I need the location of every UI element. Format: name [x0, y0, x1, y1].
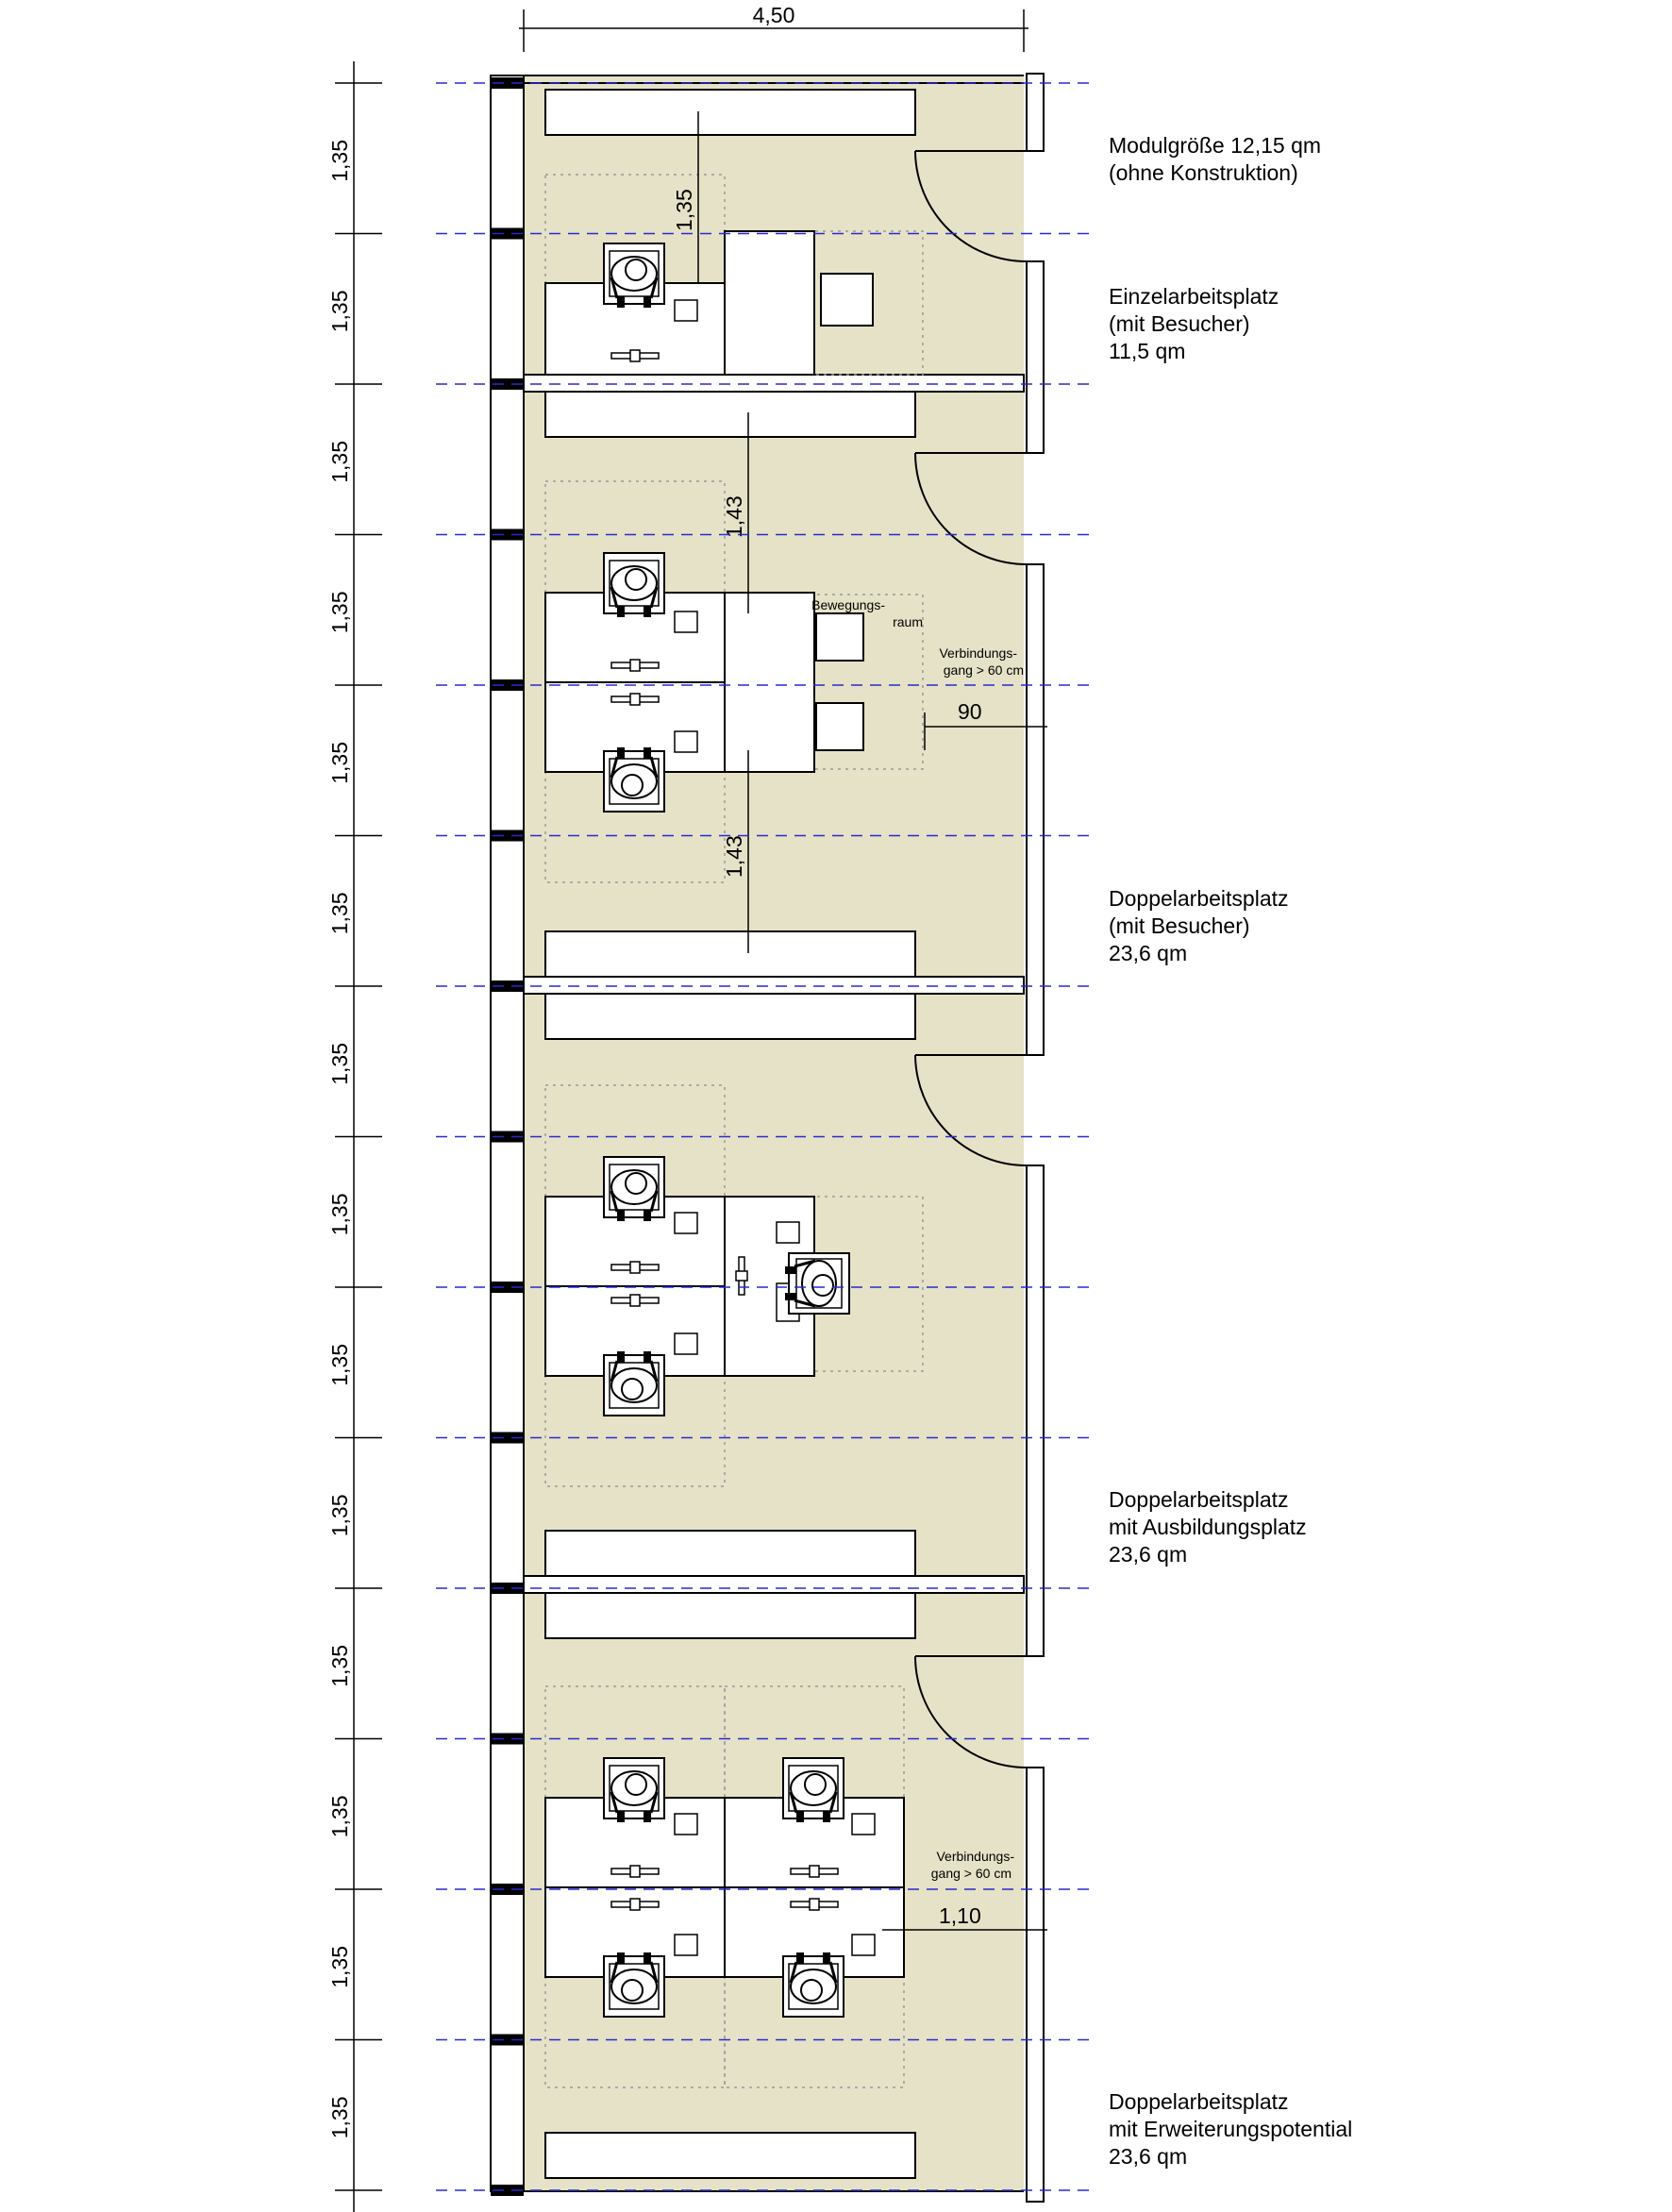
dim-single-inner: 1,35	[672, 189, 696, 231]
person-on-chair	[603, 552, 665, 617]
module-dimension-label: 1,35	[327, 1795, 352, 1837]
svg-text:Doppelarbeitsplatz: Doppelarbeitsplatz	[1109, 1487, 1289, 1512]
mullion	[491, 227, 524, 240]
svg-text:(ohne Konstruktion): (ohne Konstruktion)	[1109, 160, 1298, 185]
annotation-bewegungsraum: Bewegungs- raum	[811, 597, 923, 629]
module-dimension-labels: 1,35 1,35 1,35 1,35 1,35 1,35 1,35 1,35 1,35 1,35…	[327, 140, 352, 2138]
module-dimension-label: 1,35	[327, 290, 352, 332]
dim-double-bottom: 1,43	[722, 835, 746, 878]
svg-text:Verbindungs-: Verbindungs-	[936, 1849, 1014, 1864]
svg-text:Doppelarbeitsplatz: Doppelarbeitsplatz	[1109, 886, 1289, 911]
person-on-chair	[785, 1252, 850, 1315]
svg-text:Doppelarbeitsplatz: Doppelarbeitsplatz	[1109, 2089, 1289, 2114]
module-dimension-label: 1,35	[327, 1946, 352, 1988]
mullion	[491, 1884, 524, 1895]
module-dimension-label: 1,35	[327, 1043, 352, 1085]
label-doppelarbeitsplatz-erweiterung: Doppelarbeitsplatz mit Erweiterungspoten…	[1109, 2089, 1352, 2169]
module-dimension-label: 1,35	[327, 140, 352, 182]
svg-text:23,6 qm: 23,6 qm	[1109, 1542, 1187, 1567]
person-on-chair	[603, 1952, 665, 2018]
corridor-wall	[1026, 73, 1045, 2203]
mullion	[491, 2034, 524, 2046]
dim-double-top: 1,43	[722, 495, 746, 538]
svg-text:Modulgröße 12,15 qm: Modulgröße 12,15 qm	[1109, 133, 1321, 158]
svg-text:11,5 qm: 11,5 qm	[1109, 339, 1185, 363]
door-swings	[914, 150, 1028, 1768]
mullion	[491, 2185, 524, 2196]
svg-text:mit Erweiterungspotential: mit Erweiterungspotential	[1109, 2117, 1352, 2141]
mullion	[491, 1131, 524, 1143]
svg-text:23,6 qm: 23,6 qm	[1109, 941, 1187, 965]
annotation-verbindungsgang-1: Verbindungs- gang > 60 cm	[939, 645, 1024, 678]
person-on-chair	[603, 243, 665, 308]
module-dimension-label: 1,35	[327, 1645, 352, 1687]
storage-cabinets	[544, 89, 916, 2179]
module-dimension-label: 1,35	[327, 1344, 352, 1386]
dim-aisle-90: 90	[958, 699, 982, 724]
module-dimension-label: 1,35	[327, 1193, 352, 1235]
module-dimension-label: 1,35	[327, 892, 352, 934]
label-einzelarbeitsplatz: Einzelarbeitsplatz (mit Besucher) 11,5 q…	[1109, 284, 1279, 363]
module-dimension-label: 1,35	[327, 742, 352, 784]
mullion	[491, 528, 524, 541]
svg-text:gang > 60 cm: gang > 60 cm	[931, 1866, 1012, 1881]
person-on-chair	[782, 1757, 844, 1822]
svg-text:23,6 qm: 23,6 qm	[1109, 2144, 1187, 2169]
module-dimension-label: 1,35	[327, 1494, 352, 1536]
svg-text:Bewegungs-: Bewegungs-	[811, 597, 885, 612]
svg-text:Verbindungs-: Verbindungs-	[939, 645, 1017, 661]
persons-at-desks	[603, 243, 850, 2018]
svg-text:(mit Besucher): (mit Besucher)	[1109, 311, 1250, 336]
label-doppelarbeitsplatz-besucher: Doppelarbeitsplatz (mit Besucher) 23,6 q…	[1109, 886, 1289, 965]
svg-text:gang > 60 cm: gang > 60 cm	[944, 662, 1024, 678]
svg-text:raum: raum	[893, 614, 923, 629]
mullion	[491, 679, 524, 691]
overall-width-dimension	[519, 9, 1028, 52]
svg-text:Einzelarbeitsplatz: Einzelarbeitsplatz	[1109, 284, 1279, 309]
label-modul: Modulgröße 12,15 qm (ohne Konstruktion)	[1109, 133, 1321, 185]
mullion	[491, 980, 524, 992]
module-grid-lines	[436, 82, 1095, 2191]
annotation-verbindungsgang-2: Verbindungs- gang > 60 cm	[931, 1849, 1015, 1881]
facade-mullions	[491, 77, 524, 2196]
module-dimension-ticks	[335, 82, 382, 2191]
person-on-chair	[603, 1156, 665, 1221]
person-on-chair	[603, 1351, 665, 1416]
module-dimension-label: 1,35	[327, 2096, 352, 2138]
mullion	[491, 830, 524, 842]
overall-width-label: 4,50	[753, 3, 795, 27]
inner-dimensions	[697, 111, 1047, 1931]
person-on-chair	[782, 1952, 844, 2018]
module-dimension-label: 1,35	[327, 591, 352, 633]
svg-text:(mit Besucher): (mit Besucher)	[1109, 913, 1250, 938]
dim-aisle-110: 1,10	[939, 1903, 981, 1928]
label-doppelarbeitsplatz-ausbildung: Doppelarbeitsplatz mit Ausbildungsplatz …	[1109, 1487, 1307, 1567]
svg-text:mit Ausbildungsplatz: mit Ausbildungsplatz	[1109, 1515, 1307, 1539]
mullion	[491, 1432, 524, 1444]
mullion	[491, 1583, 524, 1594]
person-on-chair	[603, 1757, 665, 1822]
person-on-chair	[603, 747, 665, 813]
mullion	[491, 378, 524, 390]
mullion	[491, 77, 524, 89]
module-dimension-label: 1,35	[327, 441, 352, 483]
mullion	[491, 1733, 524, 1745]
mullion	[491, 1282, 524, 1293]
